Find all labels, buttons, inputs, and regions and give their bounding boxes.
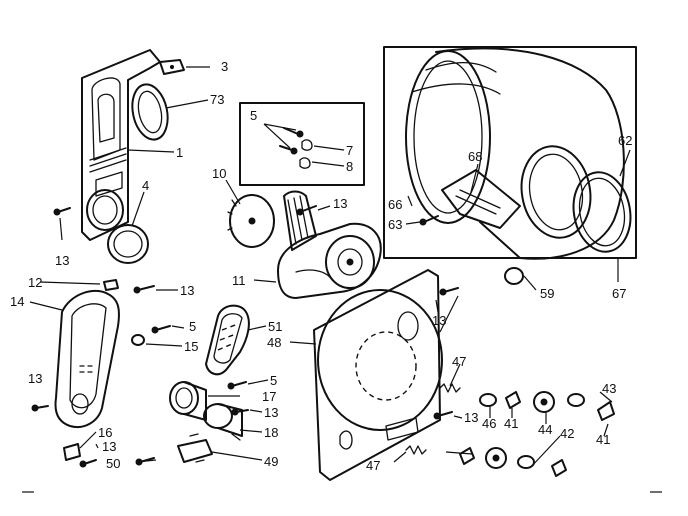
lint-filter-part-51 xyxy=(205,304,250,376)
callout-13-left: 13 xyxy=(55,253,69,268)
callout-5-inset: 5 xyxy=(250,108,257,123)
ring-part-59 xyxy=(504,267,524,285)
callout-11: 11 xyxy=(232,273,246,288)
callout-1: 1 xyxy=(176,145,183,160)
callout-17: 17 xyxy=(262,389,276,404)
screw-part-5-b xyxy=(227,381,247,390)
callout-13-f: 13 xyxy=(464,410,478,425)
drive-belt xyxy=(283,190,317,251)
callout-63: 63 xyxy=(388,217,402,232)
callout-47-b: 47 xyxy=(366,458,380,473)
callout-50: 50 xyxy=(106,456,120,471)
callout-13-d: 13 xyxy=(102,439,116,454)
screw-part-13-left xyxy=(53,207,71,216)
screw-part-13-f xyxy=(433,411,453,420)
spring-part-47-b xyxy=(405,445,427,455)
callout-18: 18 xyxy=(264,425,278,440)
callout-15: 15 xyxy=(184,339,198,354)
callout-62: 62 xyxy=(618,133,632,148)
callout-13-e: 13 xyxy=(432,313,446,328)
blower-housing-part-11 xyxy=(277,222,382,299)
callout-73: 73 xyxy=(210,92,224,107)
callout-41-b: 41 xyxy=(596,432,610,447)
screw-part-13-b xyxy=(231,408,249,416)
callout-66: 66 xyxy=(388,197,402,212)
callout-14: 14 xyxy=(10,294,24,309)
clip-part-12 xyxy=(103,279,119,291)
roller-part-41-b xyxy=(551,459,567,477)
callout-49: 49 xyxy=(264,454,278,469)
duct-panel-part-14 xyxy=(54,289,120,428)
spring-part-47-a xyxy=(439,383,461,393)
screw-part-13-e xyxy=(439,287,459,296)
callout-5-a: 5 xyxy=(189,319,196,334)
thermostat-part-49 xyxy=(177,433,213,463)
screw-part-13-center xyxy=(296,205,317,216)
callout-41-a: 41 xyxy=(504,416,518,431)
callout-13-c: 13 xyxy=(28,371,42,386)
drum-assembly-box xyxy=(383,46,637,260)
roller-part-41-a xyxy=(505,391,521,409)
idler-disk-part-10 xyxy=(227,194,275,248)
roller-part-43 xyxy=(567,393,615,421)
callout-51: 51 xyxy=(268,319,282,334)
callout-67: 67 xyxy=(612,286,626,301)
pulley-part-42 xyxy=(485,447,535,469)
callout-13-a: 13 xyxy=(180,283,194,298)
pulley-part-44 xyxy=(533,391,555,413)
roller-part-46 xyxy=(479,393,497,407)
callout-5-b: 5 xyxy=(270,373,277,388)
callout-59: 59 xyxy=(540,286,554,301)
callout-42: 42 xyxy=(560,426,574,441)
callout-8: 8 xyxy=(346,159,353,174)
callout-4: 4 xyxy=(142,178,149,193)
motor-part-17 xyxy=(169,381,207,421)
callout-68: 68 xyxy=(468,149,482,164)
callout-16: 16 xyxy=(98,425,112,440)
leader-lines xyxy=(29,66,631,469)
callout-46: 46 xyxy=(482,416,496,431)
front-bulkhead-part xyxy=(81,49,161,241)
callout-12: 12 xyxy=(28,275,42,290)
callout-43: 43 xyxy=(602,381,616,396)
inset-box-parts-5-7-8 xyxy=(239,102,365,186)
screw-part-13-c xyxy=(31,404,49,412)
callout-10: 10 xyxy=(212,166,226,181)
clip-part-16 xyxy=(63,443,81,461)
callout-13-b: 13 xyxy=(264,405,278,420)
rear-bulkhead-part-48 xyxy=(313,269,443,481)
callout-3: 3 xyxy=(221,59,228,74)
callout-labels: 3 73 1 4 13 5 7 8 10 13 11 12 13 14 5 15… xyxy=(10,59,632,473)
callout-47-a: 47 xyxy=(452,354,466,369)
ring-part-4 xyxy=(107,224,149,264)
callout-7: 7 xyxy=(346,143,353,158)
callout-44: 44 xyxy=(538,422,552,437)
screw-part-13-d xyxy=(79,459,97,468)
grommet-part-15 xyxy=(131,334,145,346)
screw-part-13-a xyxy=(133,285,155,294)
seal-part-73 xyxy=(131,83,169,141)
callout-48: 48 xyxy=(267,335,281,350)
callout-13-center: 13 xyxy=(333,196,347,211)
roller-part-41-c xyxy=(459,447,475,465)
bracket-part-18 xyxy=(203,403,243,441)
bracket-part-3 xyxy=(159,59,185,75)
screw-part-5-a xyxy=(151,325,171,334)
